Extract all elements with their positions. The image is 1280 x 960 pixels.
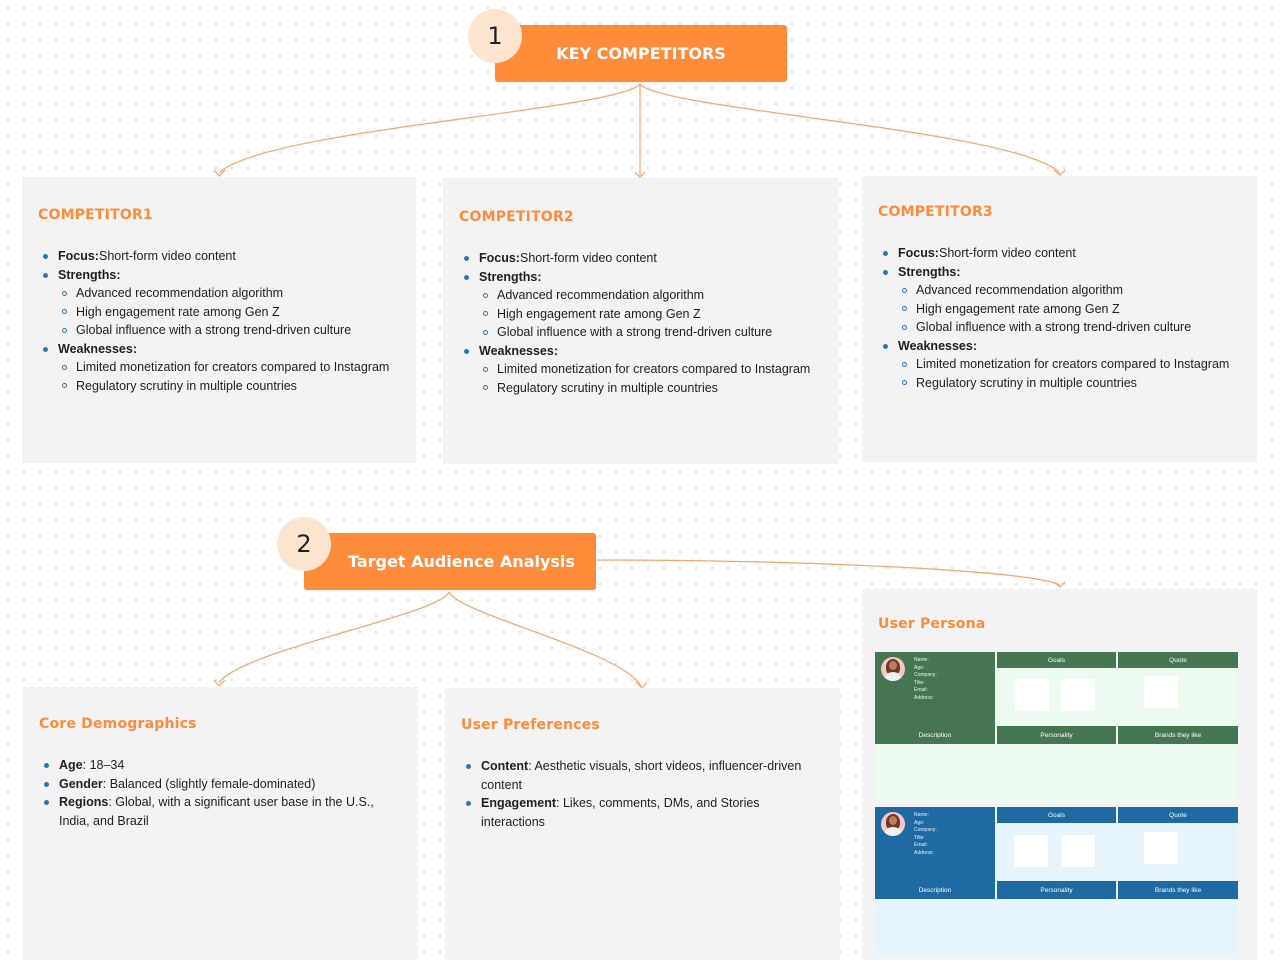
arrowhead-2-right: [1053, 581, 1066, 588]
goals-header: Goals: [997, 807, 1116, 823]
preference-item: Content: Aesthetic visuals, short videos…: [466, 757, 824, 794]
persona-fields: Name:Age: Company:Title: Email:Address:: [914, 657, 937, 701]
strength: Global influence with a strong trend-dri…: [902, 318, 1241, 337]
strength: High engagement rate among Gen Z: [62, 303, 400, 322]
goal-box: [1061, 679, 1095, 711]
weaknesses-item: Weaknesses: Limited monetization for cre…: [43, 340, 400, 396]
strength: Advanced recommendation algorithm: [483, 286, 823, 305]
weakness: Limited monetization for creators compar…: [62, 358, 400, 377]
strength: Global influence with a strong trend-dri…: [62, 321, 400, 340]
competitor-details: Focus:Short-form video content Strengths…: [38, 247, 400, 395]
section-2-title: Target Audience Analysis: [348, 552, 575, 571]
demographics-list: Age: 18–34 Gender: Balanced (slightly fe…: [39, 756, 402, 830]
strengths-item: Strengths: Advanced recommendation algor…: [883, 263, 1241, 337]
avatar: [881, 812, 905, 836]
competitor-card-3[interactable]: COMPETITOR3 Focus:Short-form video conte…: [862, 176, 1257, 462]
brands-header: Brands they like: [1118, 726, 1238, 744]
preference-item: Engagement: Likes, comments, DMs, and St…: [466, 794, 824, 831]
persona-fields: Name:Age: Company:Title: Email:Address:: [914, 812, 937, 856]
persona-band: Description Personality Brands they like: [875, 726, 1238, 744]
user-preferences-card[interactable]: User Preferences Content: Aesthetic visu…: [445, 688, 840, 960]
arrowhead-1-mid: [634, 171, 646, 178]
section-1-title: KEY COMPETITORS: [556, 44, 726, 63]
competitor-title: COMPETITOR3: [878, 204, 993, 220]
competitor-details: Focus:Short-form video content Strengths…: [878, 244, 1241, 392]
arrowhead-2-left: [213, 679, 226, 687]
avatar: [881, 657, 905, 681]
demographic-item: Age: 18–34: [44, 756, 402, 775]
personality-header: Personality: [997, 726, 1116, 744]
competitor-details: Focus:Short-form video content Strengths…: [459, 249, 823, 397]
connector-1-left: [218, 83, 641, 174]
weaknesses-item: Weaknesses: Limited monetization for cre…: [464, 342, 823, 398]
preferences-title: User Preferences: [461, 717, 600, 733]
core-demographics-card[interactable]: Core Demographics Age: 18–34 Gender: Bal…: [23, 687, 418, 960]
competitor-title: COMPETITOR1: [38, 207, 153, 223]
section-1-header[interactable]: KEY COMPETITORS: [495, 25, 787, 82]
section-2-header[interactable]: Target Audience Analysis: [304, 533, 596, 590]
strength: High engagement rate among Gen Z: [902, 300, 1241, 319]
competitor-card-1[interactable]: COMPETITOR1 Focus:Short-form video conte…: [22, 177, 416, 463]
strengths-item: Strengths: Advanced recommendation algor…: [43, 266, 400, 340]
strength: High engagement rate among Gen Z: [483, 305, 823, 324]
weakness: Regulatory scrutiny in multiple countrie…: [483, 379, 823, 398]
weaknesses-item: Weaknesses: Limited monetization for cre…: [883, 337, 1241, 393]
goal-box: [1014, 835, 1048, 867]
description-header: Description: [875, 726, 995, 744]
strength: Global influence with a strong trend-dri…: [483, 323, 823, 342]
weakness: Regulatory scrutiny in multiple countrie…: [902, 374, 1241, 393]
brands-header: Brands they like: [1118, 881, 1238, 899]
persona-band: Description Personality Brands they like: [875, 881, 1238, 899]
quote-box: [1144, 832, 1178, 864]
preferences-list: Content: Aesthetic visuals, short videos…: [461, 757, 824, 831]
focus-item: Focus:Short-form video content: [464, 249, 823, 268]
goal-box: [1061, 835, 1095, 867]
connector-1-right: [639, 83, 1061, 174]
section-2-number: 2: [296, 530, 312, 558]
section-2-number-badge: 2: [277, 517, 331, 571]
demographics-title: Core Demographics: [39, 716, 197, 732]
weakness: Regulatory scrutiny in multiple countrie…: [62, 377, 400, 396]
strength: Advanced recommendation algorithm: [62, 284, 400, 303]
persona-title: User Persona: [878, 616, 986, 632]
demographic-item: Regions: Global, with a significant user…: [44, 793, 402, 830]
weakness: Limited monetization for creators compar…: [483, 360, 823, 379]
persona-template-green[interactable]: Name:Age: Company:Title: Email:Address: …: [875, 652, 1238, 802]
strengths-item: Strengths: Advanced recommendation algor…: [464, 268, 823, 342]
demographic-item: Gender: Balanced (slightly female-domina…: [44, 775, 402, 794]
focus-item: Focus:Short-form video content: [43, 247, 400, 266]
competitor-title: COMPETITOR2: [459, 209, 574, 225]
connector-2-mid: [448, 591, 642, 687]
strength: Advanced recommendation algorithm: [902, 281, 1241, 300]
quote-header: Quote: [1118, 652, 1238, 668]
persona-info: Name:Age: Company:Title: Email:Address:: [875, 807, 995, 881]
persona-info: Name:Age: Company:Title: Email:Address:: [875, 652, 995, 726]
section-1-number: 1: [487, 22, 503, 50]
arrowhead-1-left: [213, 169, 226, 177]
personality-header: Personality: [997, 881, 1116, 899]
persona-template-blue[interactable]: Name:Age: Company:Title: Email:Address: …: [875, 807, 1238, 957]
quote-box: [1144, 676, 1178, 708]
competitor-card-2[interactable]: COMPETITOR2 Focus:Short-form video conte…: [443, 178, 839, 464]
goal-box: [1015, 679, 1049, 711]
connector-2-right: [596, 559, 1061, 586]
arrowhead-1-right: [1053, 169, 1066, 176]
connector-2-left: [218, 591, 450, 684]
description-header: Description: [875, 881, 995, 899]
goals-header: Goals: [997, 652, 1116, 668]
quote-header: Quote: [1118, 807, 1238, 823]
focus-item: Focus:Short-form video content: [883, 244, 1241, 263]
section-1-number-badge: 1: [468, 9, 522, 63]
weakness: Limited monetization for creators compar…: [902, 355, 1241, 374]
